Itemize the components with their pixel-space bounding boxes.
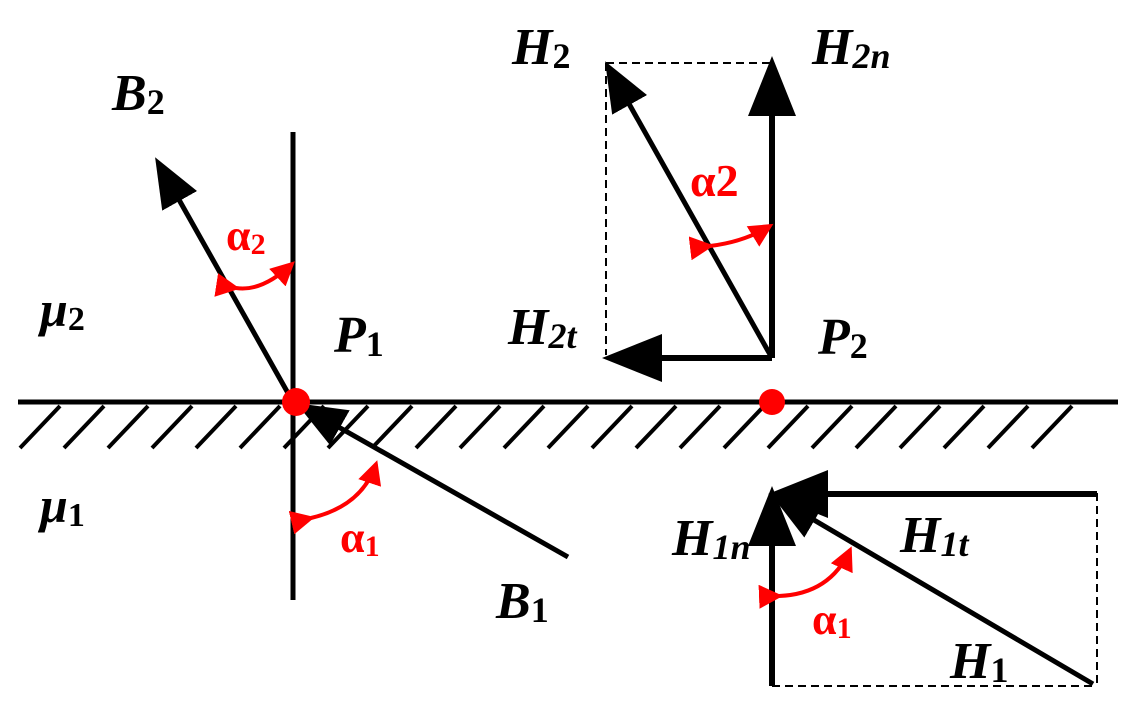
h1-arrow xyxy=(771,494,1095,687)
hatch-line xyxy=(634,404,678,450)
hatch-line xyxy=(150,404,194,450)
alpha1-right-arc xyxy=(758,546,853,609)
p1-label: P1 xyxy=(333,307,384,364)
alpha1-left-label: α1 xyxy=(340,513,380,563)
hatch-line xyxy=(898,404,942,450)
alpha2-right-arc xyxy=(688,223,774,261)
hatch-line xyxy=(62,404,106,450)
h2-arrow xyxy=(605,61,775,360)
hatch-line xyxy=(238,404,282,450)
h1t-label: H1t xyxy=(899,507,969,564)
b2-label: B2 xyxy=(111,65,165,122)
hatch-line xyxy=(766,404,810,450)
p2-label: P2 xyxy=(817,309,868,366)
b2-arrow xyxy=(155,157,296,404)
b1-arrow xyxy=(296,403,570,560)
hatch-line xyxy=(370,404,414,450)
alpha2-left-label: α2 xyxy=(226,211,266,261)
h1-label: H1 xyxy=(949,633,1008,690)
hatch-line xyxy=(854,404,898,450)
p2-point xyxy=(759,389,785,415)
hatching xyxy=(18,404,1074,450)
alpha1-left-arc xyxy=(288,460,382,535)
h1-dashed-box xyxy=(772,493,1098,687)
mu1-label: μ1 xyxy=(37,477,85,534)
hatch-line xyxy=(810,404,854,450)
hatch-line xyxy=(722,404,766,450)
h2n-label: H2n xyxy=(811,19,890,76)
hatch-line xyxy=(458,404,502,450)
hatch-line xyxy=(106,404,150,450)
hatch-line xyxy=(942,404,986,450)
hatch-line xyxy=(590,404,634,450)
hatch-line xyxy=(18,404,62,450)
h2-label: H2 xyxy=(511,19,570,76)
hatch-line xyxy=(502,404,546,450)
h1n-label: H1n xyxy=(671,510,750,567)
hatch-line xyxy=(414,404,458,450)
hatch-line xyxy=(194,404,238,450)
hatch-line xyxy=(986,404,1030,450)
p1-point xyxy=(282,388,310,416)
hatch-line xyxy=(546,404,590,450)
alpha1-right-label: α1 xyxy=(812,595,852,645)
h2t-label: H2t xyxy=(507,299,577,356)
alpha2-right-label: α2 xyxy=(690,155,739,206)
hatch-line xyxy=(678,404,722,450)
hatch-line xyxy=(1030,404,1074,450)
mu2-label: μ2 xyxy=(37,281,85,338)
b1-label: B1 xyxy=(495,573,549,630)
alpha2-left-arc xyxy=(214,261,295,297)
